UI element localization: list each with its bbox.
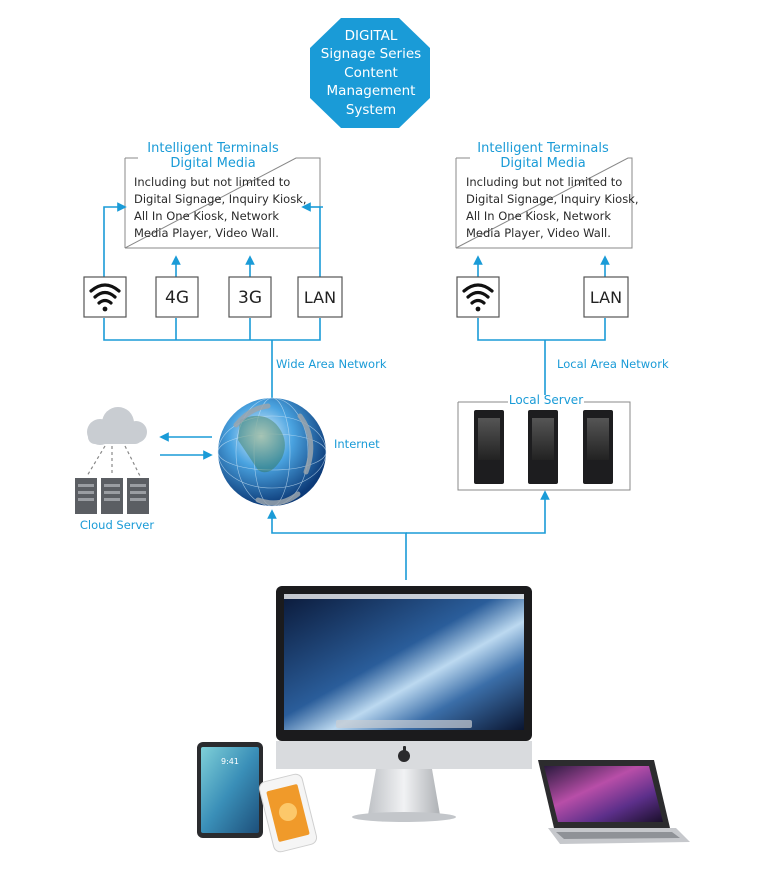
wifi-icon bbox=[89, 283, 121, 305]
conn-box-wifi-right bbox=[456, 276, 500, 318]
terminals-right-title-2: Digital Media bbox=[500, 156, 585, 171]
right-connection-lines bbox=[473, 255, 610, 395]
header-line-4: Management bbox=[327, 83, 416, 99]
left-connection-lines bbox=[103, 202, 323, 398]
laptop bbox=[538, 760, 690, 844]
conn-box-lan-right: LAN bbox=[583, 276, 629, 318]
bottom-connection-lines bbox=[267, 490, 550, 580]
phone bbox=[258, 773, 318, 853]
tablet: 9:41 bbox=[197, 742, 263, 838]
terminals-right-desc-4: Media Player, Video Wall. bbox=[466, 226, 611, 240]
terminals-left-title-1: Intelligent Terminals bbox=[147, 141, 279, 156]
cloud-server: Cloud Server bbox=[75, 407, 154, 532]
header-line-2: Signage Series bbox=[321, 46, 421, 62]
conn-label-lan-right: LAN bbox=[590, 288, 622, 307]
apple-logo-icon bbox=[398, 746, 410, 762]
terminals-right-desc-3: All In One Kiosk, Network bbox=[466, 209, 611, 223]
desktop-computer bbox=[276, 586, 532, 822]
cloud-server-label: Cloud Server bbox=[80, 518, 154, 532]
header-line-5: System bbox=[346, 102, 396, 118]
terminals-left-desc-2: Digital Signage, Inquiry Kiosk, bbox=[134, 192, 307, 206]
tablet-time: 9:41 bbox=[221, 757, 239, 766]
globe: Internet bbox=[217, 397, 380, 507]
terminals-left: Intelligent Terminals Digital Media Incl… bbox=[124, 141, 321, 249]
terminals-left-title-2: Digital Media bbox=[170, 156, 255, 171]
header-line-1: DIGITAL bbox=[345, 28, 398, 44]
header-line-3: Content bbox=[344, 65, 398, 81]
terminals-right-desc-1: Including but not limited to bbox=[466, 175, 622, 189]
cloud-icon bbox=[87, 407, 147, 445]
terminals-right-title-1: Intelligent Terminals bbox=[477, 141, 609, 156]
terminals-left-desc-3: All In One Kiosk, Network bbox=[134, 209, 279, 223]
local-server-label: Local Server bbox=[509, 393, 583, 407]
conn-box-wifi-left bbox=[83, 276, 127, 318]
conn-box-3g: 3G bbox=[228, 276, 272, 318]
wifi-icon bbox=[462, 283, 494, 305]
globe-icon bbox=[217, 397, 327, 507]
terminals-left-desc-4: Media Player, Video Wall. bbox=[134, 226, 279, 240]
wan-label: Wide Area Network bbox=[276, 357, 387, 371]
terminals-right-desc-2: Digital Signage, Inquiry Kiosk, bbox=[466, 192, 639, 206]
internet-label: Internet bbox=[334, 437, 380, 451]
conn-label-4g: 4G bbox=[165, 288, 189, 308]
header-badge: DIGITAL Signage Series Content Managemen… bbox=[310, 18, 430, 128]
local-server: Local Server bbox=[457, 393, 631, 491]
terminals-right: Intelligent Terminals Digital Media Incl… bbox=[455, 141, 639, 249]
conn-label-lan-left: LAN bbox=[304, 288, 336, 307]
conn-label-3g: 3G bbox=[238, 288, 262, 308]
lan-label: Local Area Network bbox=[557, 357, 669, 371]
conn-box-lan-left: LAN bbox=[297, 276, 343, 318]
conn-box-4g: 4G bbox=[155, 276, 199, 318]
kiosk-icon bbox=[474, 410, 613, 484]
terminals-left-desc-1: Including but not limited to bbox=[134, 175, 290, 189]
server-icon bbox=[75, 478, 149, 514]
